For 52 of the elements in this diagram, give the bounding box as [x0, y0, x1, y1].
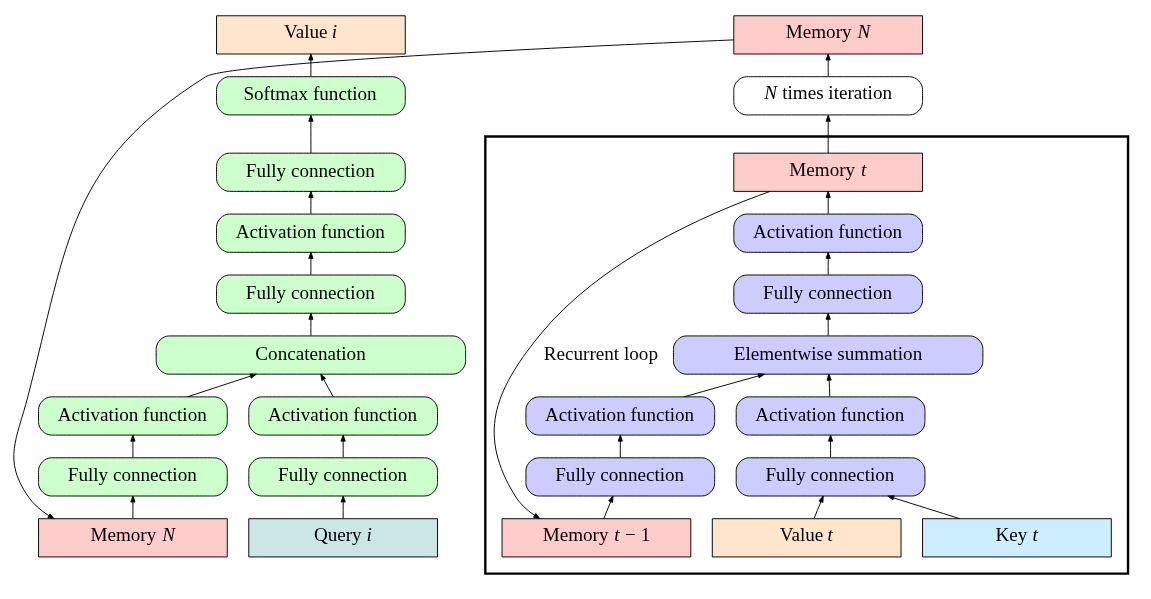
- node-box: Activation function: [248, 396, 438, 436]
- node-box: Memory N: [38, 518, 228, 558]
- arrow: [825, 114, 831, 154]
- node-box: Softmax function: [216, 76, 406, 116]
- node-box: Activation function: [38, 396, 228, 436]
- arrow: [683, 373, 765, 398]
- edge-label: Recurrent loop: [543, 342, 658, 364]
- arrow: [130, 434, 136, 458]
- arrow: [617, 434, 623, 458]
- arrow: [308, 114, 314, 154]
- node-box: Value t: [711, 518, 902, 558]
- node-box: Fully connection: [525, 457, 716, 497]
- node-box: Activation function: [735, 396, 926, 436]
- node-box: Fully connection: [216, 274, 406, 314]
- arrow: [340, 495, 346, 519]
- arrow: [308, 251, 314, 276]
- arrow: [308, 53, 314, 77]
- node-box: Activation function: [733, 213, 924, 253]
- node-box: Activation function: [216, 213, 406, 253]
- arrow: [887, 495, 960, 520]
- node-box: Fully connection: [248, 457, 438, 497]
- node-box: Fully connection: [733, 274, 924, 314]
- arrow: [813, 495, 824, 519]
- node-box: Fully connection: [38, 457, 228, 497]
- node-box: N times iteration: [733, 76, 924, 116]
- arrow: [13, 39, 735, 520]
- arrow: [187, 373, 257, 398]
- arrow: [320, 373, 334, 398]
- node-box: Fully connection: [735, 457, 926, 497]
- arrow: [825, 191, 831, 215]
- arrow: [826, 373, 832, 398]
- node-box: Activation function: [525, 396, 716, 436]
- node-box: Memory t − 1: [501, 518, 692, 558]
- arrow: [308, 312, 314, 337]
- node-box: Value i: [216, 15, 406, 55]
- arrow: [825, 53, 831, 77]
- arrow: [130, 495, 136, 519]
- arrow: [603, 495, 614, 519]
- arrow: [493, 190, 771, 520]
- arrow: [828, 434, 834, 458]
- node-box: Concatenation: [155, 335, 467, 375]
- cluster: [484, 135, 1130, 575]
- arrow: [825, 251, 831, 276]
- arrow: [308, 191, 314, 215]
- node-box: Memory t: [733, 152, 924, 192]
- arrow: [340, 434, 346, 458]
- node-box: Memory N: [733, 15, 924, 55]
- node-box: Key t: [922, 518, 1112, 558]
- node-box: Elementwise summation: [673, 335, 984, 375]
- arrow: [825, 312, 831, 337]
- node-box: Fully connection: [216, 152, 406, 192]
- node-box: Query i: [248, 518, 438, 558]
